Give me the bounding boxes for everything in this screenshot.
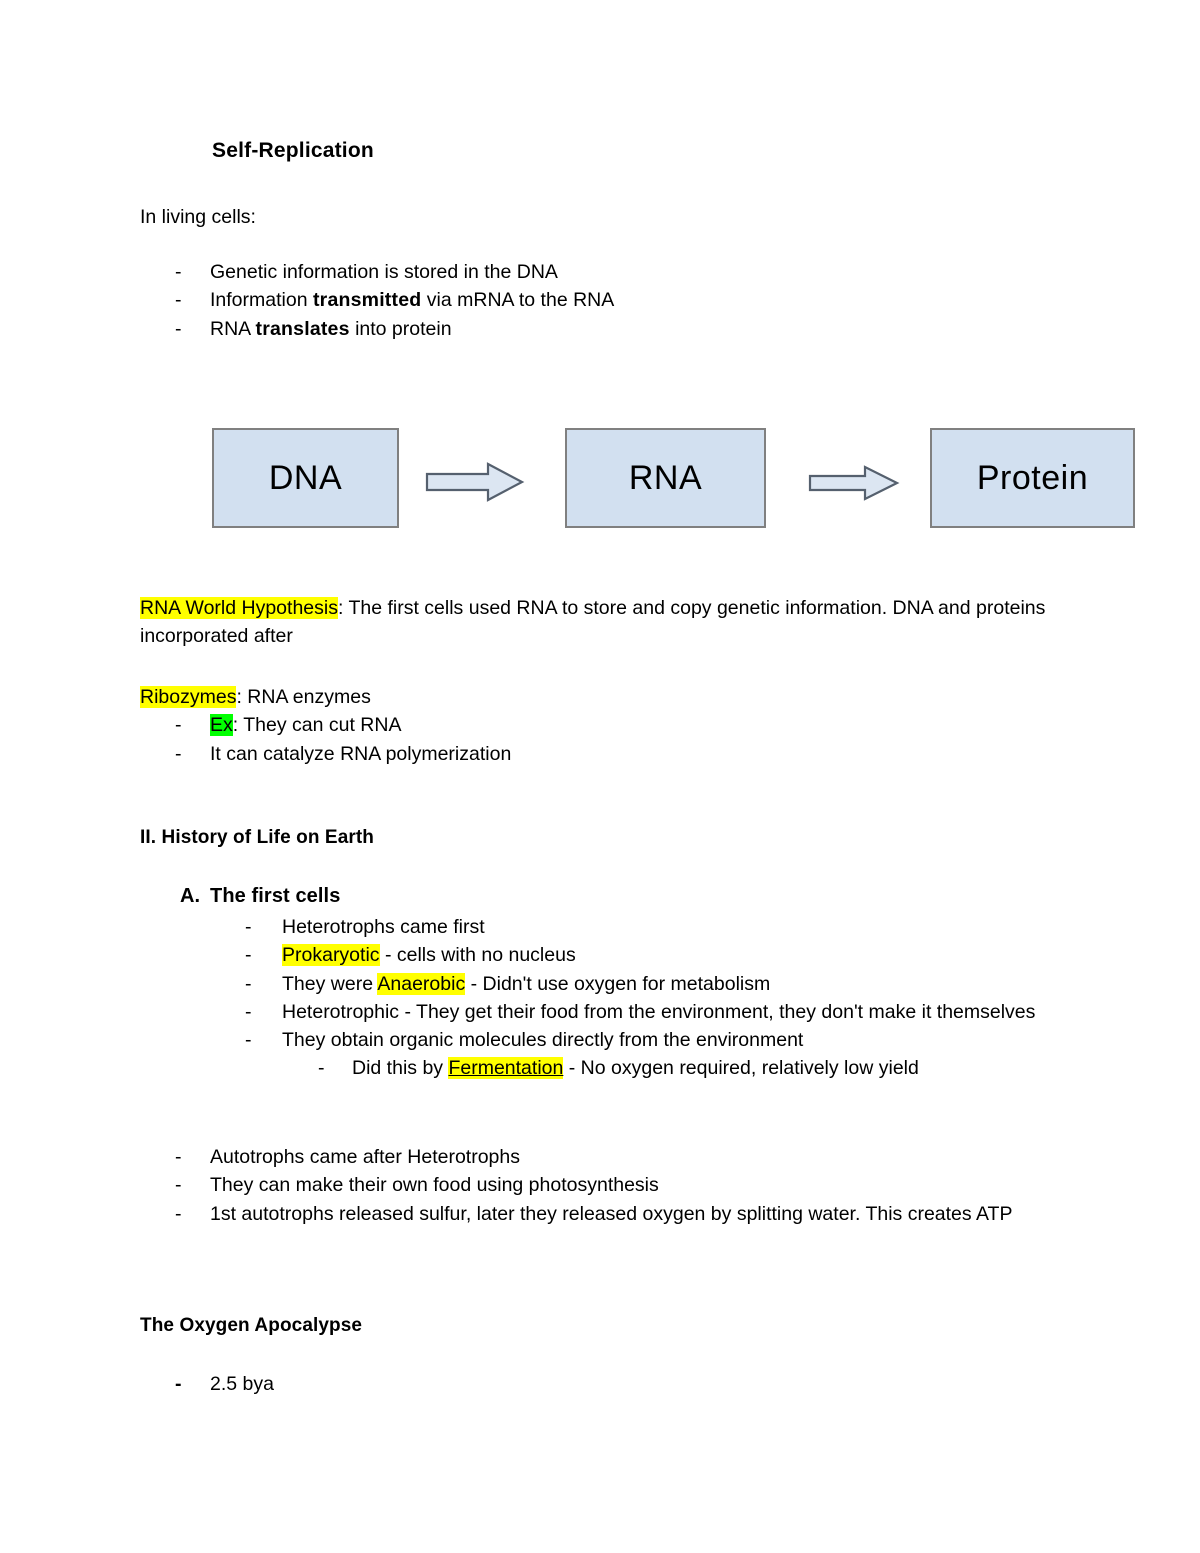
bullet-dash: - [175,317,182,340]
bullet-dash: - [175,1202,182,1225]
list-item-text: Heterotrophic - They get their food from… [282,1000,1036,1023]
diagram-node-rna: RNA [565,428,766,528]
list-item-text: They were Anaerobic - Didn't use oxygen … [282,972,771,995]
list-item-text: RNA translates into protein [210,317,452,340]
bullet-dash: - [245,944,252,967]
list-item: - Autotrophs came after Heterotrophs [0,1143,1200,1171]
bullet-dash: - [175,1174,182,1197]
page-title: Self-Replication [212,139,374,162]
bullet-dash: - [175,1373,182,1395]
bullet-dash: - [175,1146,182,1168]
paragraph-body: : RNA enzymes [236,686,371,708]
diagram-node-label: Protein [976,458,1089,497]
bullet-dash: - [175,714,182,737]
list-item: - Genetic information is stored in the D… [0,258,1200,286]
list-item-text: They obtain organic molecules directly f… [282,1029,804,1052]
section-heading-ii: II. History of Life on Earth [140,827,374,848]
highlighted-term: RNA World Hypothesis [140,597,338,619]
diagram-node-label: DNA [268,458,343,497]
list-item-text: Autotrophs came after Heterotrophs [210,1146,520,1168]
arrow-dna-to-rna-icon [425,461,525,503]
list-item-text: Did this by Fermentation - No oxygen req… [352,1057,919,1080]
list-item: - Did this by Fermentation - No oxygen r… [0,1054,1200,1082]
list-item-text: Prokaryotic - cells with no nucleus [282,944,576,967]
list-item-text: Ex: They can cut RNA [210,714,402,737]
bullet-dash: - [245,1000,252,1023]
diagram-node-label: RNA [628,458,703,497]
list-item-text: They can make their own food using photo… [210,1174,659,1197]
subsection-title: The first cells [210,885,341,907]
list-item: - Information transmitted via mRNA to th… [0,286,1200,314]
list-item-text: Information transmitted via mRNA to the … [210,289,615,312]
list-item-text: Genetic information is stored in the DNA [210,261,558,283]
subsection-letter: A. [180,885,201,907]
bullet-dash: - [245,916,252,938]
highlighted-term: Ex [210,714,233,737]
list-item-text: 1st autotrophs released sulfur, later th… [210,1202,1013,1225]
list-item-text: 2.5 bya [210,1373,274,1395]
list-item: - RNA translates into protein [0,315,1200,343]
highlighted-term: Ribozymes [140,686,237,708]
bullet-dash: - [245,972,252,995]
list-item-text: Heterotrophs came first [282,916,485,938]
list-item: - 1st autotrophs released sulfur, later … [0,1200,1200,1228]
list-item: - It can catalyze RNA polymerization [0,740,1200,768]
list-item: - Prokaryotic - cells with no nucleus [0,941,1200,969]
list-item: - Heterotrophic - They get their food fr… [0,998,1200,1026]
bullet-dash: - [175,261,182,283]
section-heading-oxygen-apocalypse: The Oxygen Apocalypse [140,1315,363,1336]
central-dogma-diagram: DNA RNA Protein [0,428,1200,538]
bullet-dash: - [175,742,182,765]
list-item-text: It can catalyze RNA polymerization [210,742,512,765]
diagram-node-dna: DNA [212,428,399,528]
paragraph-body: : The first cells used RNA to store and … [140,597,1046,648]
bullet-dash: - [318,1057,325,1080]
list-item: - 2.5 bya [0,1370,1200,1398]
ribozymes-paragraph: Ribozymes: RNA enzymes [0,683,1200,711]
subsection-heading-a: A. The first cells [0,883,1200,909]
highlighted-term: Prokaryotic [282,944,380,967]
list-item: - They obtain organic molecules directly… [0,1026,1200,1054]
intro-text: In living cells: [140,206,256,228]
list-item: - They can make their own food using pho… [0,1171,1200,1199]
arrow-rna-to-protein-icon [808,464,900,502]
diagram-node-protein: Protein [930,428,1135,528]
rna-world-hypothesis-paragraph: RNA World Hypothesis: The first cells us… [0,594,1200,651]
bullet-dash: - [245,1029,252,1052]
highlighted-term: Fermentation [448,1057,564,1080]
bullet-dash: - [175,289,182,312]
list-item: - Ex: They can cut RNA [0,711,1200,739]
highlighted-term: Anaerobic [377,972,466,995]
list-item: - Heterotrophs came first [0,913,1200,941]
list-item: - They were Anaerobic - Didn't use oxyge… [0,970,1200,998]
